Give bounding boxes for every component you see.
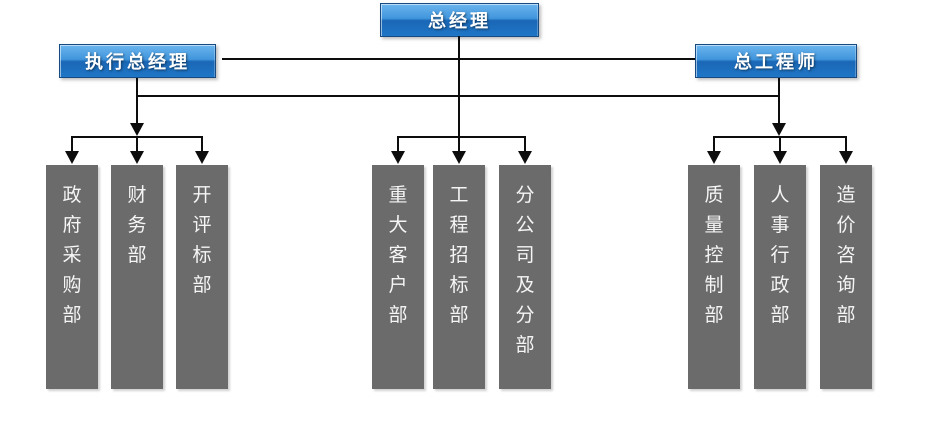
- node-executive-general-manager-label: 执行总经理: [85, 52, 190, 72]
- dept-branch-companies: 分公司及分部: [499, 165, 551, 389]
- arrow-down-icon: [839, 151, 853, 164]
- arrow-down-icon: [195, 151, 209, 164]
- node-general-manager: 总经理: [380, 3, 539, 37]
- arrow-right-feeder-icon: [772, 123, 786, 136]
- connector-middle-drop-1: [397, 138, 399, 152]
- connector-right-drop-3: [845, 138, 847, 152]
- arrow-down-icon: [773, 151, 787, 164]
- node-general-manager-label: 总经理: [428, 11, 491, 31]
- dept-label: 财务部: [127, 184, 147, 266]
- connector-right-drop-1: [713, 138, 715, 152]
- connector-left-drop-3: [201, 138, 203, 152]
- node-executive-general-manager: 执行总经理: [59, 44, 216, 78]
- dept-major-clients: 重大客户部: [372, 165, 424, 389]
- dept-label: 质量控制部: [704, 184, 724, 326]
- dept-finance: 财务部: [111, 165, 163, 389]
- dept-label: 人事行政部: [770, 184, 790, 326]
- connector-right-rail: [713, 136, 847, 138]
- dept-engineering-bidding: 工程招标部: [433, 165, 485, 389]
- connector-span-line: [136, 95, 780, 97]
- arrow-down-icon: [391, 151, 405, 164]
- arrow-left-feeder-icon: [130, 123, 144, 136]
- dept-label: 工程招标部: [449, 184, 469, 326]
- connector-middle-rail: [397, 136, 526, 138]
- dept-label: 重大客户部: [388, 184, 408, 326]
- connector-root-vertical: [458, 36, 460, 137]
- dept-bid-opening-evaluation: 开评标部: [176, 165, 228, 389]
- connector-left-drop-2: [136, 138, 138, 152]
- arrow-down-icon: [65, 151, 79, 164]
- connector-middle-drop-3: [524, 138, 526, 152]
- arrow-down-icon: [518, 151, 532, 164]
- connector-middle-drop-2: [458, 138, 460, 152]
- dept-label: 开评标部: [192, 184, 212, 296]
- arrow-down-icon: [130, 151, 144, 164]
- connector-exec-cross-line: [222, 58, 695, 60]
- dept-label: 政府采购部: [62, 184, 82, 326]
- connector-left-rail: [71, 136, 203, 138]
- dept-label: 造价咨询部: [836, 184, 856, 326]
- connector-right-drop-2: [779, 138, 781, 152]
- dept-cost-consulting: 造价咨询部: [820, 165, 872, 389]
- arrow-down-icon: [707, 151, 721, 164]
- connector-left-drop-1: [71, 138, 73, 152]
- arrow-down-icon: [452, 151, 466, 164]
- node-chief-engineer-label: 总工程师: [734, 52, 818, 72]
- connector-left-feeder: [136, 78, 138, 124]
- dept-label: 分公司及分部: [515, 184, 535, 356]
- connector-right-feeder: [778, 78, 780, 124]
- dept-quality-control: 质量控制部: [688, 165, 740, 389]
- dept-hr-administration: 人事行政部: [754, 165, 806, 389]
- node-chief-engineer: 总工程师: [695, 44, 857, 78]
- dept-government-procurement: 政府采购部: [46, 165, 98, 389]
